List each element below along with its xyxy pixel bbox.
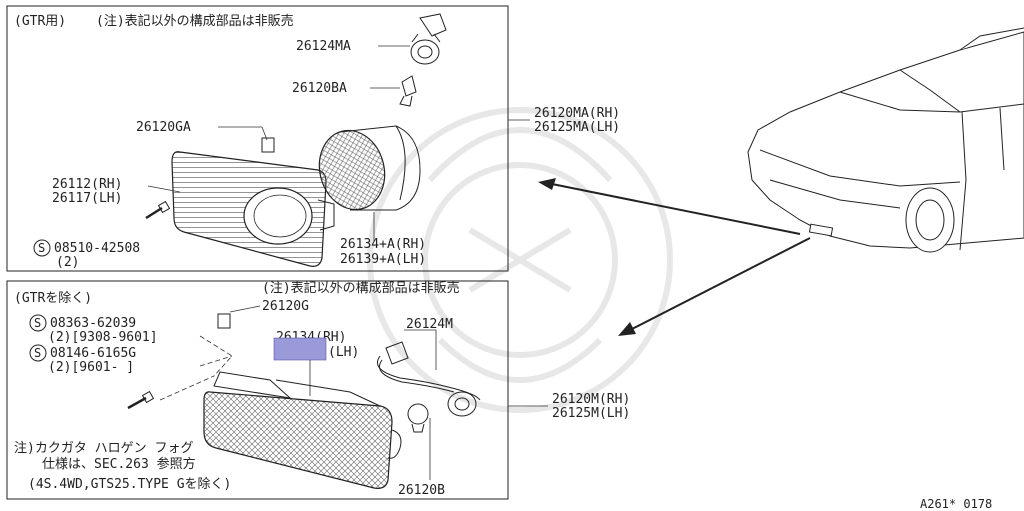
footnote-line1: 注)カクガタ ハロゲン フォグ bbox=[14, 441, 193, 456]
label-26124M: 26124M bbox=[406, 317, 453, 332]
bulb-icon bbox=[407, 403, 429, 433]
label-screw1: 08363-62039 bbox=[50, 316, 136, 331]
label-screw2-qty: (2)[9601- ] bbox=[48, 360, 134, 375]
label-assembly-top-lh: 26125MA(LH) bbox=[534, 120, 620, 135]
car-illustration bbox=[747, 27, 1024, 253]
label-screw-top: 08510-42508 bbox=[54, 241, 140, 256]
pointer-arrows bbox=[538, 178, 811, 336]
label-26120G: 26120G bbox=[262, 299, 309, 314]
clip-icon bbox=[217, 313, 231, 329]
svg-text:S: S bbox=[38, 241, 45, 255]
fog-lamp-lens bbox=[318, 125, 421, 211]
footnote-line2: 仕様は、SEC.263 参照方 bbox=[42, 456, 196, 472]
label-assembly-bottom-rh: 26120M(RH) bbox=[552, 392, 630, 407]
circled-s-icon bbox=[33, 239, 51, 257]
figure-code: A261* 0178 bbox=[920, 497, 992, 511]
bulb-socket-icon bbox=[410, 13, 447, 65]
bottom-panel-title: (GTRを除く) bbox=[14, 291, 92, 306]
bottom-panel-frame bbox=[6, 280, 509, 500]
label-screw-top-qty: (2) bbox=[56, 255, 79, 270]
bottom-panel-note: (注)表記以外の構成部品は非販売 bbox=[262, 280, 460, 296]
label-26134A: 26134+A(RH) bbox=[340, 237, 426, 252]
label-26112: 26112(RH) bbox=[52, 177, 122, 192]
label-assembly-top-rh: 26120MA(RH) bbox=[534, 106, 620, 121]
label-26124MA: 26124MA bbox=[296, 39, 351, 54]
fog-lamp-rectangular bbox=[203, 371, 402, 489]
fog-lamp-housing bbox=[171, 151, 335, 267]
label-26120B: 26120B bbox=[398, 483, 445, 498]
screw-icon bbox=[145, 200, 171, 220]
wire-harness-icon bbox=[377, 341, 481, 417]
watermark-emblem bbox=[367, 107, 673, 413]
label-26120GA: 26120GA bbox=[136, 120, 191, 135]
top-panel-note: (注)表記以外の構成部品は非販売 bbox=[96, 13, 294, 29]
label-26139A: 26139+A(LH) bbox=[340, 252, 426, 267]
svg-text:S: S bbox=[34, 346, 41, 360]
screw-icon bbox=[127, 390, 155, 410]
svg-text:S: S bbox=[34, 316, 41, 330]
label-screw2: 08146-6165G bbox=[50, 346, 136, 361]
clip-icon bbox=[261, 137, 275, 153]
circled-s-icon bbox=[29, 314, 47, 332]
bulb-icon bbox=[399, 75, 417, 107]
top-panel-title: (GTR用) bbox=[14, 14, 66, 29]
highlight-box bbox=[273, 337, 327, 361]
footnote-line3: (4S.4WD,GTS25.TYPE Gを除く) bbox=[28, 477, 231, 492]
label-assembly-bottom-lh: 26125M(LH) bbox=[552, 406, 630, 421]
label-screw1-qty: (2)[9308-9601] bbox=[48, 330, 158, 345]
top-panel-frame bbox=[6, 5, 509, 272]
circled-s-icon bbox=[29, 344, 47, 362]
label-26120BA: 26120BA bbox=[292, 81, 347, 96]
label-26139: (LH) bbox=[328, 345, 359, 360]
label-26117: 26117(LH) bbox=[52, 191, 122, 206]
